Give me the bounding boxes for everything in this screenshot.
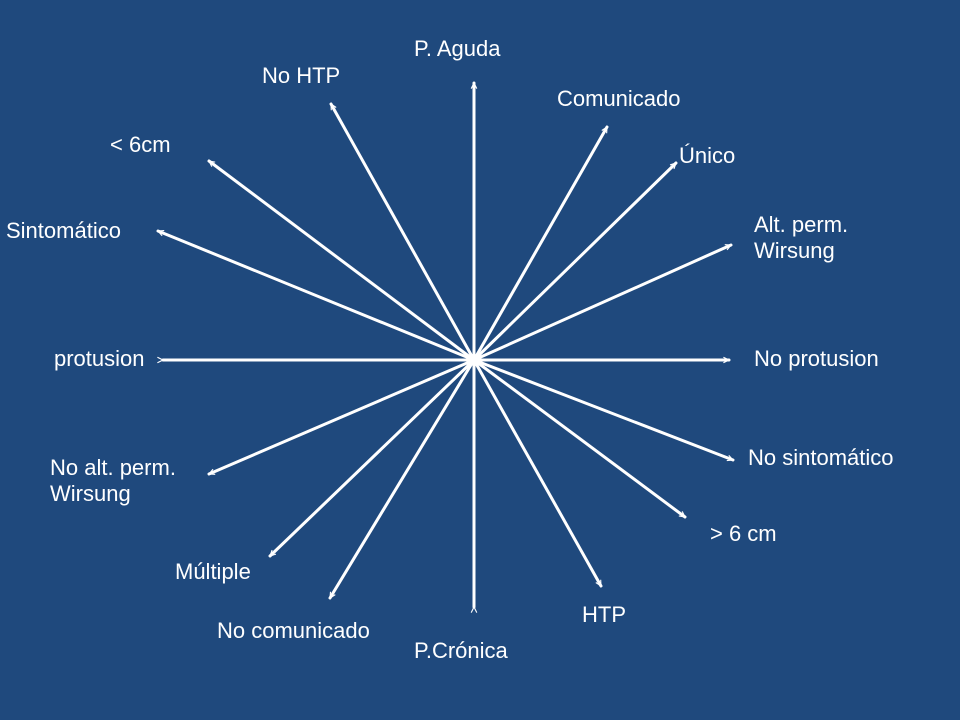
arrow-no-sintomatico (472, 358, 735, 462)
arrow-mayor-6cm (472, 358, 687, 519)
label-alt-perm-wirsung: Alt. perm. Wirsung (754, 212, 849, 263)
arrow-no-comunicado (328, 358, 476, 600)
label-no-alt-perm-wirsung: No alt. perm. Wirsung (50, 455, 176, 506)
label-multiple: Múltiple (175, 559, 251, 584)
arrow-sintomatico (156, 229, 476, 362)
label-no-sintomatico: No sintomático (748, 445, 894, 470)
label-htp: HTP (582, 602, 626, 627)
arrow-comunicado (472, 125, 609, 362)
label-p-aguda: P. Aguda (414, 36, 501, 61)
label-comunicado: Comunicado (557, 86, 681, 111)
label-mayor-6cm: > 6 cm (710, 521, 777, 546)
label-no-htp: No HTP (262, 63, 341, 88)
label-no-comunicado: No comunicado (217, 618, 370, 643)
arrow-menor-6cm (207, 159, 476, 362)
arrow-no-alt-perm-wirsung (207, 358, 476, 476)
label-no-protusion: No protusion (754, 346, 879, 371)
label-sintomatico: Sintomático (6, 218, 121, 243)
arrow-multiple (268, 358, 476, 558)
label-protusion: protusion (54, 346, 145, 371)
arrow-no-htp (329, 102, 476, 362)
arrow-htp (472, 358, 603, 588)
label-unico: Único (679, 143, 736, 168)
label-p-cronica: P.Crónica (414, 638, 508, 663)
arrow-unico (472, 161, 678, 362)
label-menor-6cm: < 6cm (110, 132, 171, 157)
arrow-alt-perm-wirsung (472, 243, 733, 362)
